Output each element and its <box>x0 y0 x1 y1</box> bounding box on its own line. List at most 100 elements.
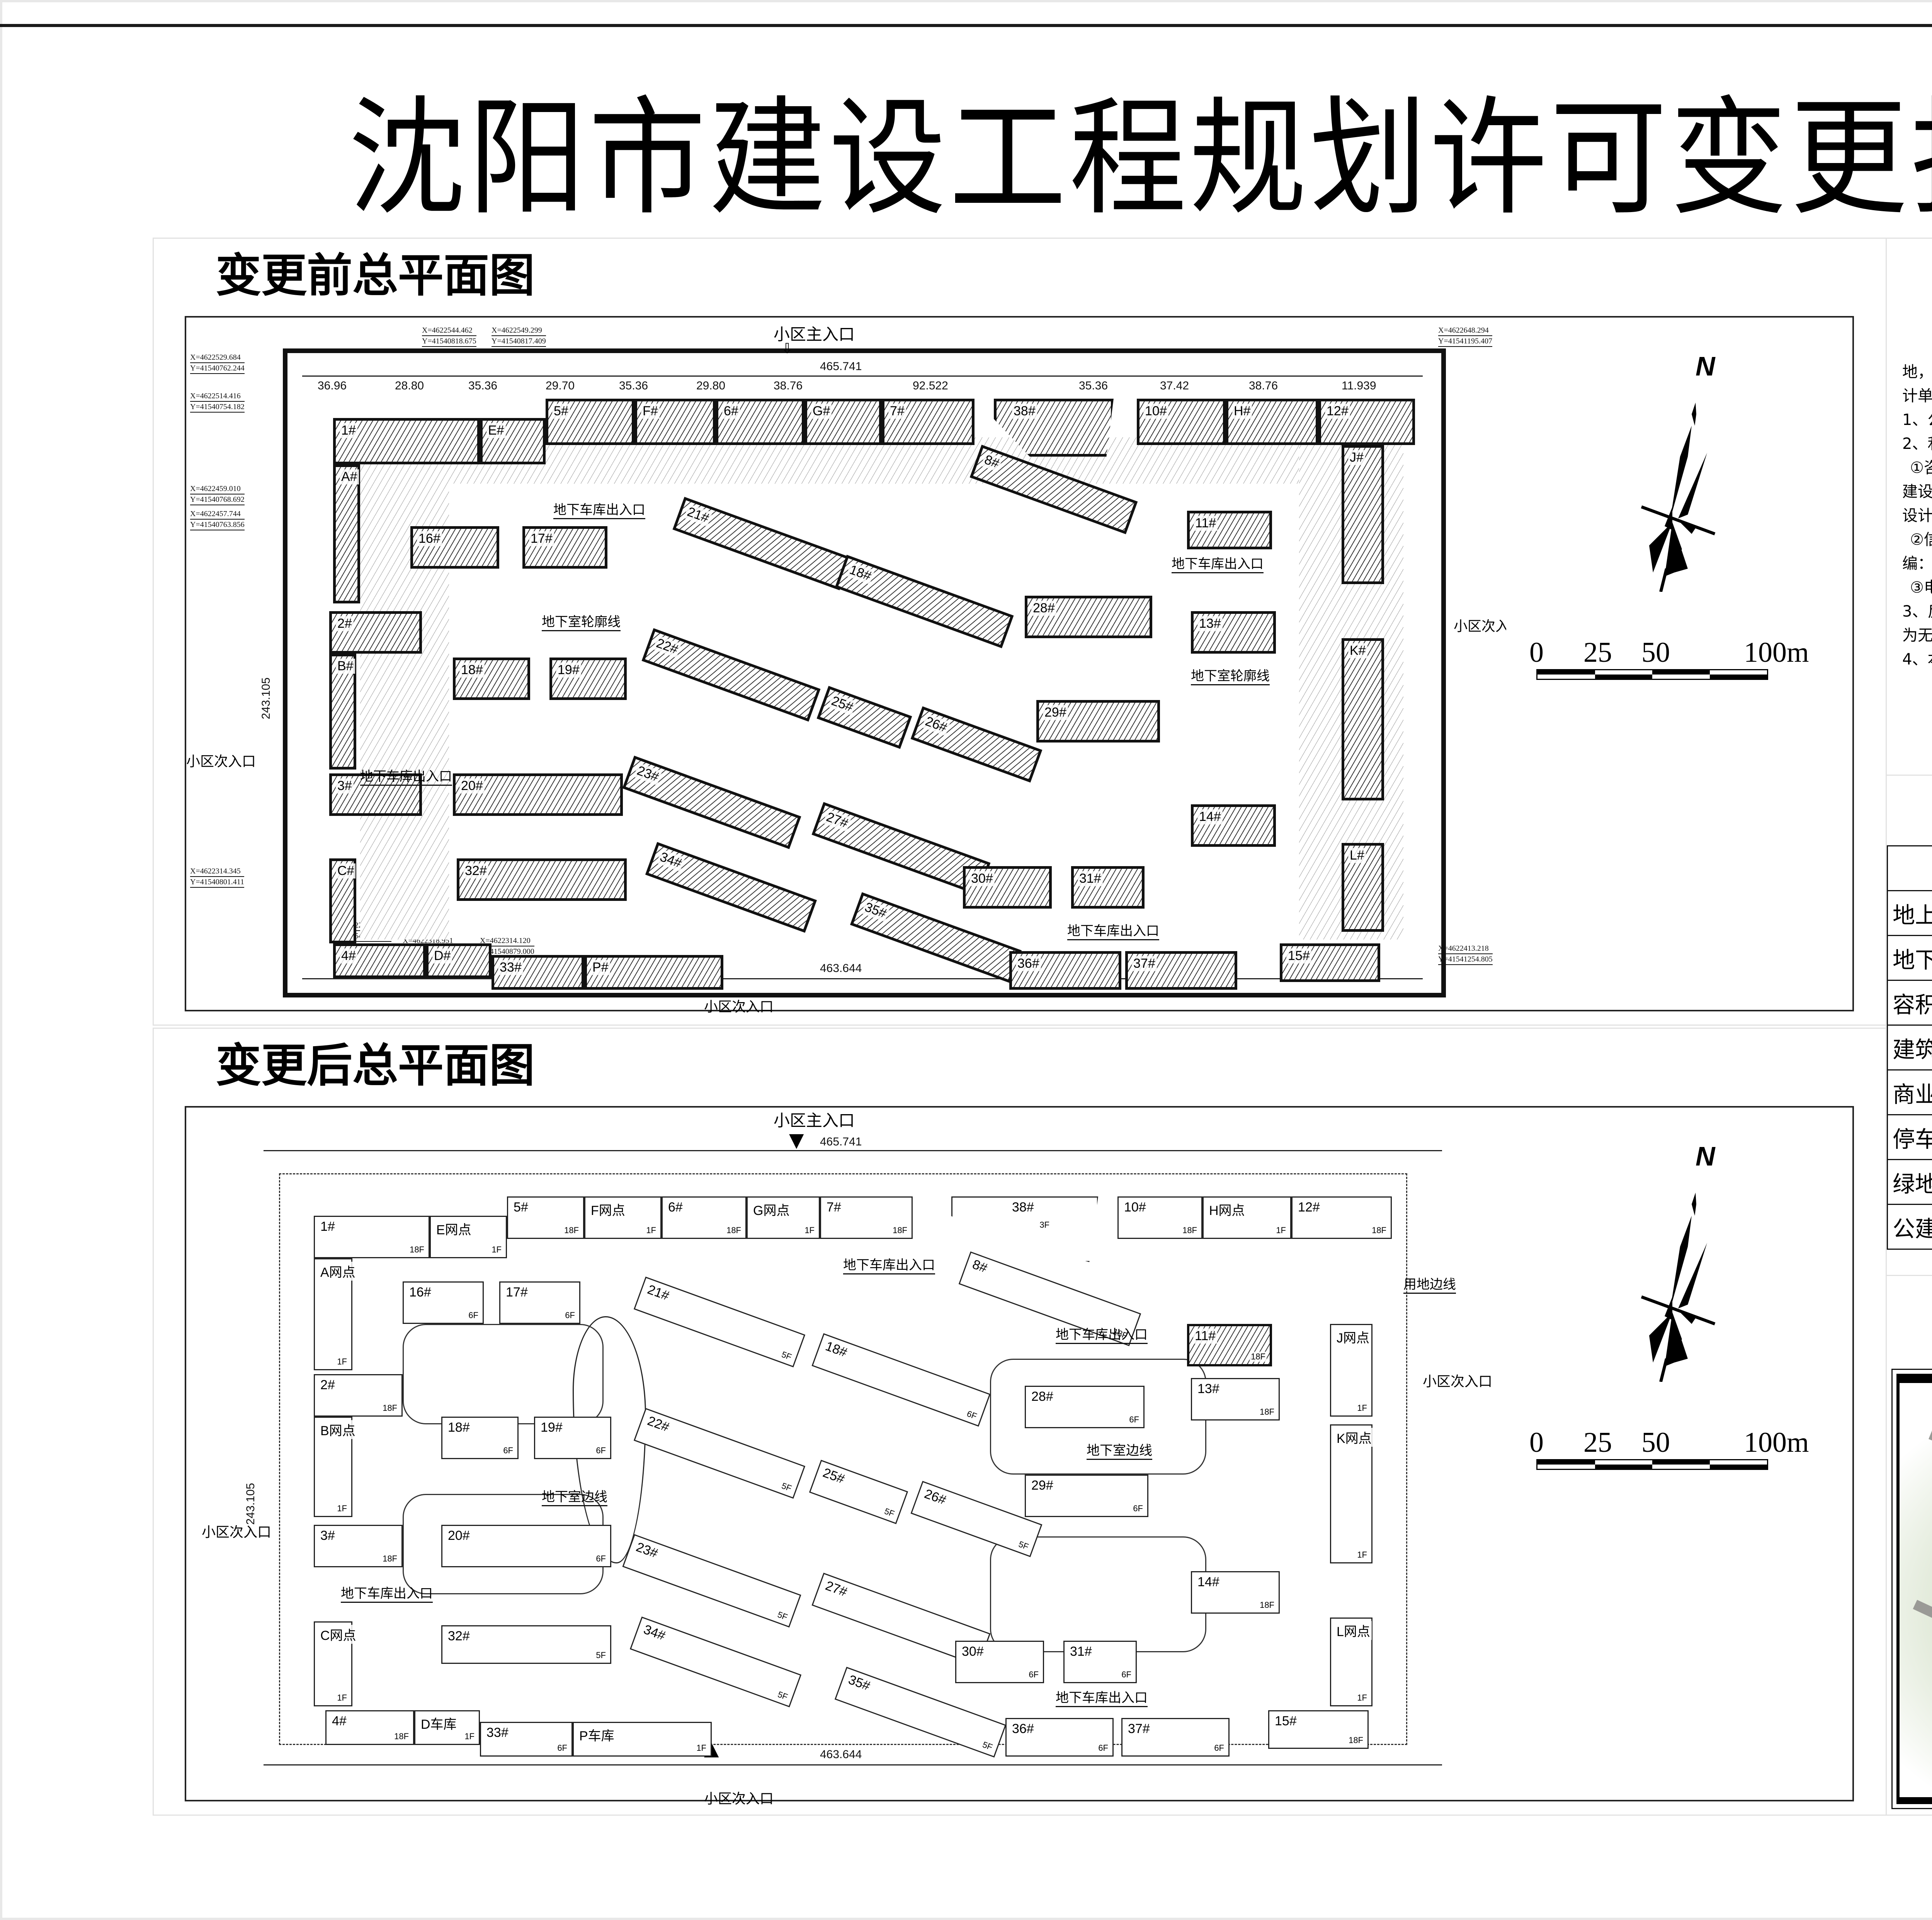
building-G[interactable]: G# <box>804 399 882 445</box>
building-32[interactable]: 32#5F <box>441 1625 611 1664</box>
building-36[interactable]: 36# <box>1009 951 1121 990</box>
aerial-rendering <box>1896 1374 1932 1804</box>
building-31[interactable]: 31#6F <box>1063 1641 1137 1683</box>
building-17[interactable]: 17#6F <box>499 1281 580 1324</box>
building-20[interactable]: 20# <box>453 773 623 816</box>
building-30[interactable]: 30#6F <box>955 1641 1044 1683</box>
building-6[interactable]: 6# <box>716 399 804 445</box>
internal-road <box>403 1324 604 1424</box>
building-13[interactable]: 13# <box>1191 611 1276 654</box>
table-header-row: 调整前 调整后 <box>1886 845 1932 891</box>
building-19[interactable]: 19# <box>549 658 627 700</box>
building-29[interactable]: 29# <box>1036 700 1160 743</box>
building-10[interactable]: 10# <box>1137 399 1226 445</box>
building-12[interactable]: 12#18F <box>1291 1196 1392 1239</box>
building-5[interactable]: 5#18F <box>507 1196 584 1239</box>
building-19[interactable]: 19#6F <box>534 1417 611 1459</box>
building-5[interactable]: 5# <box>546 399 634 445</box>
dim-label: 37.42 <box>1160 379 1189 392</box>
header-before: 调整前 <box>1886 845 1932 891</box>
table-row: 商业比 6% 商业比 5.8% <box>1887 1069 1932 1115</box>
building-28[interactable]: 28#6F <box>1025 1386 1145 1428</box>
building-B[interactable]: B# <box>329 654 356 770</box>
building-16[interactable]: 16# <box>410 526 499 569</box>
building-33[interactable]: 33#6F <box>480 1722 573 1757</box>
entrance-arrow-icon: ⇩ <box>781 341 793 357</box>
building-2[interactable]: 2# <box>329 611 422 654</box>
building-E[interactable]: E# <box>480 418 546 464</box>
table-row: 地上建筑面积 211963.41 地上建筑面积 211963.41 <box>1887 890 1932 936</box>
building-F[interactable]: F# <box>634 399 716 445</box>
building-A[interactable]: A# <box>333 464 360 603</box>
building-13[interactable]: 13#18F <box>1191 1378 1280 1420</box>
total-top-width: 465.741 <box>820 360 862 373</box>
building-16[interactable]: 16#6F <box>403 1281 484 1324</box>
building-12[interactable]: 12# <box>1318 399 1415 445</box>
building-7[interactable]: 7#18F <box>820 1196 913 1239</box>
before-compass-panel: N 0 25 50 100m <box>1506 316 1854 1011</box>
building-36[interactable]: 36#6F <box>1005 1718 1114 1757</box>
building-P[interactable]: P# <box>584 955 723 990</box>
row-label: 建筑密度 <box>1887 1025 1932 1070</box>
side-entrance-left-label: 小区次入口 <box>202 1524 272 1540</box>
building-11-changed[interactable]: 11#18F <box>1187 1324 1272 1366</box>
building-3[interactable]: 3#18F <box>314 1525 403 1567</box>
building-30[interactable]: 30# <box>963 866 1052 909</box>
building-28[interactable]: 28# <box>1025 596 1152 638</box>
building-3[interactable]: 3# <box>329 773 422 816</box>
building-37[interactable]: 37#6F <box>1121 1718 1230 1757</box>
building-31[interactable]: 31# <box>1071 866 1145 909</box>
building-11[interactable]: 11# <box>1187 511 1272 549</box>
building-7[interactable]: 7# <box>882 399 975 445</box>
notice-panel: 公示信息 沈阳正大桃花源房地产开发有限公司位于浑南区银卡东路1号的居住、商业项目… <box>1886 238 1932 778</box>
building-32[interactable]: 32# <box>457 858 627 901</box>
building-K[interactable]: K# <box>1342 638 1384 800</box>
garage-ramp-label: 地下车库出入口 <box>553 499 645 519</box>
building-18[interactable]: 18#18# <box>453 658 530 700</box>
building-4[interactable]: 4# <box>333 943 426 978</box>
building-1[interactable]: 1# <box>333 418 480 464</box>
building-18[interactable]: 18#18#6F <box>441 1417 519 1459</box>
building-2[interactable]: 2#18F <box>314 1374 403 1417</box>
building-6[interactable]: 6#18F <box>662 1196 747 1239</box>
building-H[interactable]: H# <box>1226 399 1318 445</box>
building-C[interactable]: C# <box>329 858 356 943</box>
row-label: 商业比 <box>1887 1069 1932 1115</box>
building-20[interactable]: 20#6F <box>441 1525 611 1567</box>
building-15[interactable]: 15#18F <box>1268 1710 1369 1749</box>
building-17[interactable]: 17# <box>522 526 607 569</box>
notice-email[interactable]: ③电子邮箱：1271762424@qq.com。 <box>1910 579 1932 596</box>
building-J[interactable]: J# <box>1342 445 1384 584</box>
building-4[interactable]: 4#18F <box>325 1710 414 1745</box>
building-1[interactable]: 1#18F <box>314 1216 430 1258</box>
building-37[interactable]: 37# <box>1125 951 1237 990</box>
building-15[interactable]: 15# <box>1280 943 1380 982</box>
notice-phone: ①咨询电话：审批部门：沈阳市规划和国土资源局，024-24820955； <box>1910 459 1932 477</box>
building-D[interactable]: D# <box>426 943 492 978</box>
building-29[interactable]: 29#6F <box>1025 1475 1148 1517</box>
building-14[interactable]: 14# <box>1191 804 1276 847</box>
dim-label: 29.70 <box>546 379 575 392</box>
scale-bar: 0 25 50 100m <box>1529 634 1809 680</box>
basement-edge-label: 地下室边线 <box>1087 1440 1152 1460</box>
building-L[interactable]: L# <box>1342 843 1384 932</box>
top-rule <box>0 24 1932 27</box>
building-33[interactable]: 33# <box>492 955 584 990</box>
building-10[interactable]: 10#18F <box>1117 1196 1202 1239</box>
building-14[interactable]: 14#18F <box>1191 1571 1280 1614</box>
